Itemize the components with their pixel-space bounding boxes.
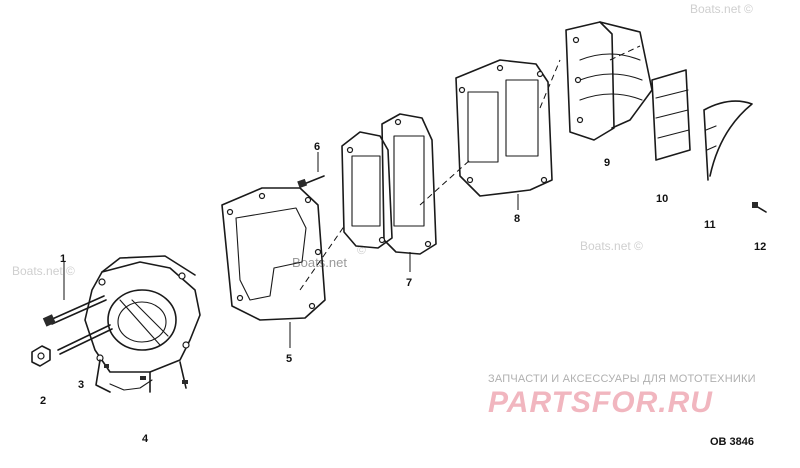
watermark-left: Boats.net © xyxy=(12,264,75,278)
callout-12: 12 xyxy=(754,241,766,253)
alignment-axis xyxy=(299,45,641,291)
callout-8: 8 xyxy=(514,213,520,225)
part-3-stud xyxy=(57,324,113,355)
part-6-screw xyxy=(297,175,325,189)
part-7-reed-plate xyxy=(341,113,437,255)
part-9-reed-cage xyxy=(565,21,653,141)
callout-5: 5 xyxy=(286,353,292,365)
watermark-right: Boats.net © xyxy=(580,239,643,253)
callout-11: 11 xyxy=(704,219,716,231)
diagram-code: OB 3846 xyxy=(710,436,755,448)
part-1-screw xyxy=(42,295,107,327)
watermark-top-right: Boats.net © xyxy=(690,2,753,16)
callout-2: 2 xyxy=(40,395,46,407)
part-8-gasket xyxy=(455,59,553,197)
callout-3: 3 xyxy=(78,379,84,391)
part-5-gasket xyxy=(221,187,326,321)
part-10-reed-petals xyxy=(651,69,691,161)
callout-6: 6 xyxy=(314,141,320,153)
callout-4: 4 xyxy=(142,433,149,445)
watermark-center: Boats.net xyxy=(292,255,347,270)
callout-7: 7 xyxy=(406,277,412,289)
part-11-reed-stop xyxy=(703,100,753,181)
part-2-nut xyxy=(31,345,51,367)
callout-9: 9 xyxy=(604,157,610,169)
callout-1: 1 xyxy=(60,253,66,265)
watermark-center-mark: © xyxy=(357,243,366,257)
callout-10: 10 xyxy=(656,193,668,205)
part-4-housing xyxy=(84,255,201,393)
brand-tagline: ЗАПЧАСТИ И АКСЕССУАРЫ ДЛЯ МОТОТЕХНИКИ xyxy=(488,373,756,385)
brand-logo-text: PARTSFOR.RU xyxy=(488,386,713,419)
part-12-screw xyxy=(752,202,767,213)
